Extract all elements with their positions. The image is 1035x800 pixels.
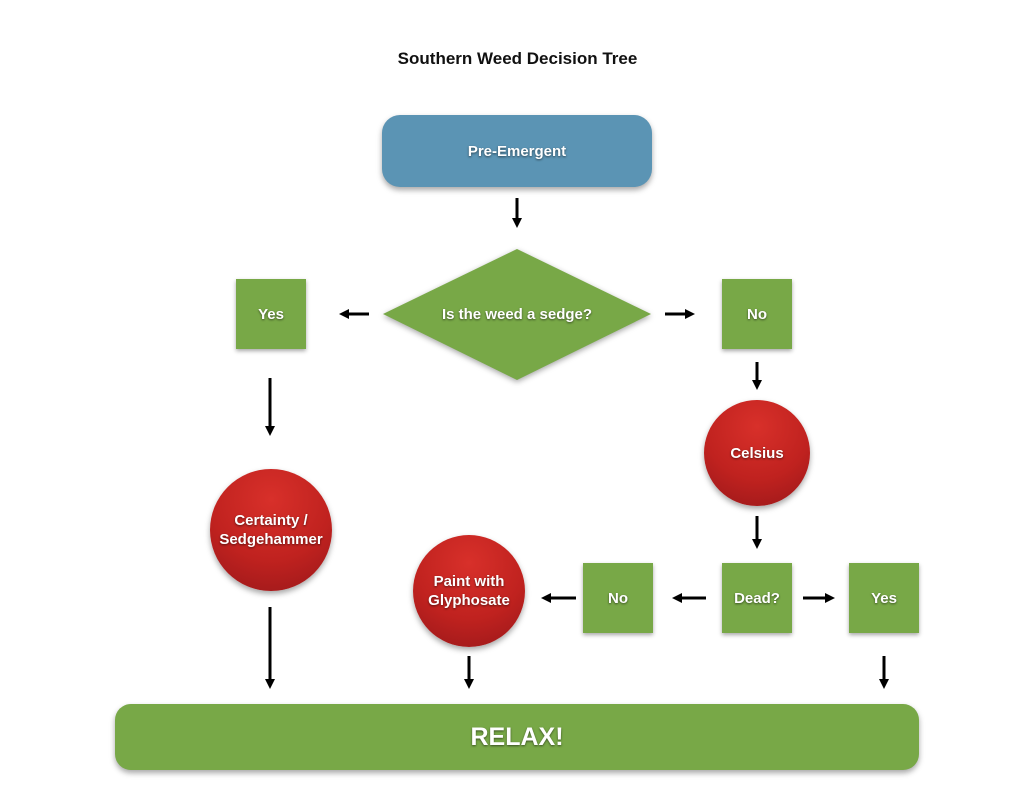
dead-no-node: No bbox=[583, 563, 653, 633]
dead-no-label: No bbox=[608, 589, 628, 607]
no-sedge-node: No bbox=[722, 279, 792, 349]
relax-label: RELAX! bbox=[470, 722, 564, 751]
yes-sedge-label: Yes bbox=[258, 305, 284, 323]
paint-glyphosate-node: Paint with Glyphosate bbox=[413, 535, 525, 647]
dead-yes-label: Yes bbox=[871, 589, 897, 607]
yes-sedge-node: Yes bbox=[236, 279, 306, 349]
celsius-label: Celsius bbox=[730, 444, 784, 462]
pre-emergent-node: Pre-Emergent bbox=[382, 115, 652, 187]
paint-label-line1: Paint with bbox=[433, 573, 505, 590]
dead-question-label: Dead? bbox=[734, 589, 780, 607]
dead-question-node: Dead? bbox=[722, 563, 792, 633]
question-label: Is the weed a sedge? bbox=[441, 305, 593, 323]
diagram-title: Southern Weed Decision Tree bbox=[397, 49, 638, 68]
dead-yes-node: Yes bbox=[849, 563, 919, 633]
certainty-node: Certainty / Sedgehammer bbox=[210, 469, 332, 591]
certainty-label-line1: Certainty / bbox=[234, 512, 308, 529]
celsius-node: Celsius bbox=[704, 400, 810, 506]
pre-emergent-label: Pre-Emergent bbox=[467, 142, 567, 160]
relax-node: RELAX! bbox=[115, 704, 919, 770]
certainty-label-line2: Sedgehammer bbox=[219, 531, 323, 548]
decision-diamond bbox=[383, 249, 651, 380]
no-sedge-label: No bbox=[747, 305, 767, 323]
paint-label-line2: Glyphosate bbox=[428, 592, 510, 609]
